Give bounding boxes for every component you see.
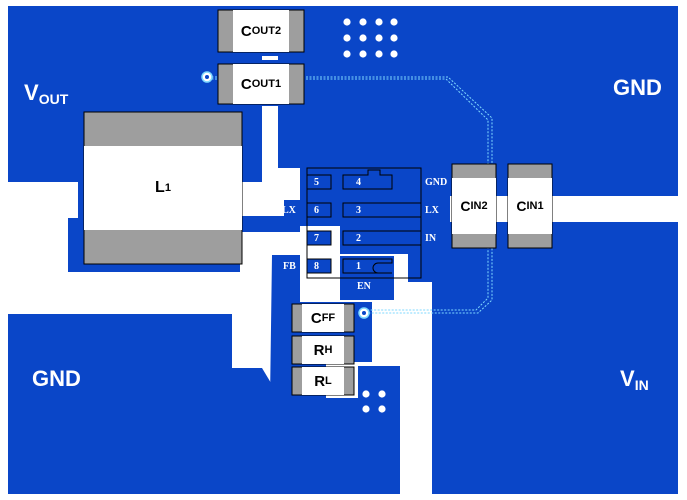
ic-pad-7 [306, 230, 332, 246]
vout-label-main: V [24, 80, 39, 105]
cout1-label-sub: OUT1 [251, 78, 282, 90]
ic-left-pin-name: FB [283, 261, 296, 272]
rh-label-sub: H [324, 344, 333, 356]
cff-part [291, 303, 355, 333]
cin2-part [451, 163, 497, 249]
l1-label-sub: 1 [164, 182, 171, 194]
cout1-part [217, 63, 305, 105]
l1-label-main: L [155, 179, 165, 196]
cin2-label-sub: IN2 [470, 200, 488, 212]
ic-pad-5 [306, 174, 332, 190]
ic-left-pin-number: 5 [314, 177, 319, 188]
ic-right-pin-name: IN [425, 233, 437, 244]
vin-label-sub: IN [634, 377, 649, 393]
ic-left-pin-name: LX [282, 205, 296, 216]
cin1-label-sub: IN1 [526, 200, 544, 212]
ic-pad-2 [342, 230, 422, 246]
rl-part [291, 366, 355, 396]
ic-left-pin-name: PG [282, 233, 296, 244]
l1-part [83, 111, 243, 265]
ic-pad-6 [306, 202, 332, 218]
cout2-label-sub: OUT2 [251, 25, 282, 37]
ic-package [306, 167, 422, 279]
ic-pad-1 [342, 258, 393, 274]
cff-label-main: C [310, 309, 322, 327]
ic-right-pin-number: 3 [356, 205, 361, 216]
vout-label: VOUT [24, 80, 68, 107]
cout1-label-main: C [240, 75, 252, 93]
ic-pad-3 [342, 202, 422, 218]
ic-right-pin-name: GND [425, 177, 448, 188]
ic-right-pin-name: LX [425, 205, 439, 216]
vout-label-sub: OUT [38, 91, 69, 107]
cout2-label-main: C [240, 22, 252, 40]
vin-label-main: V [620, 366, 635, 391]
cout2-part [217, 9, 305, 53]
rh-part [291, 335, 355, 365]
rh-label-main: R [313, 341, 325, 359]
ic-right-pin-number: 1 [356, 261, 361, 272]
cin1-label-main: C [516, 198, 527, 214]
ic-left-pin-name: GND [277, 177, 300, 188]
gnd-bottom-label: GND [32, 366, 81, 391]
ic-pad-8 [306, 258, 332, 274]
cff-label-sub: FF [321, 312, 336, 324]
vin-copper-pour [432, 222, 678, 494]
ic-right-pin-number: 2 [356, 233, 361, 244]
ic-left-pin-number: 6 [314, 205, 319, 216]
ic-left-pin-number: 7 [314, 233, 319, 244]
cin1-part [507, 163, 553, 249]
rl-label-sub: L [325, 375, 332, 387]
vin-label: VIN [620, 366, 649, 393]
gnd-top-label: GND [613, 75, 662, 100]
cin2-label-main: C [460, 198, 471, 214]
via-array-top [343, 18, 398, 58]
ic-right-pin-number: 4 [356, 177, 361, 188]
ic-pad-4 [342, 169, 393, 190]
ic-right-pin-name: EN [357, 281, 371, 292]
ic-left-pin-number: 8 [314, 261, 319, 272]
gnd-bottom-copper-pour [8, 314, 400, 494]
rl-label-main: R [314, 372, 326, 390]
via-array-bottom [362, 390, 386, 413]
